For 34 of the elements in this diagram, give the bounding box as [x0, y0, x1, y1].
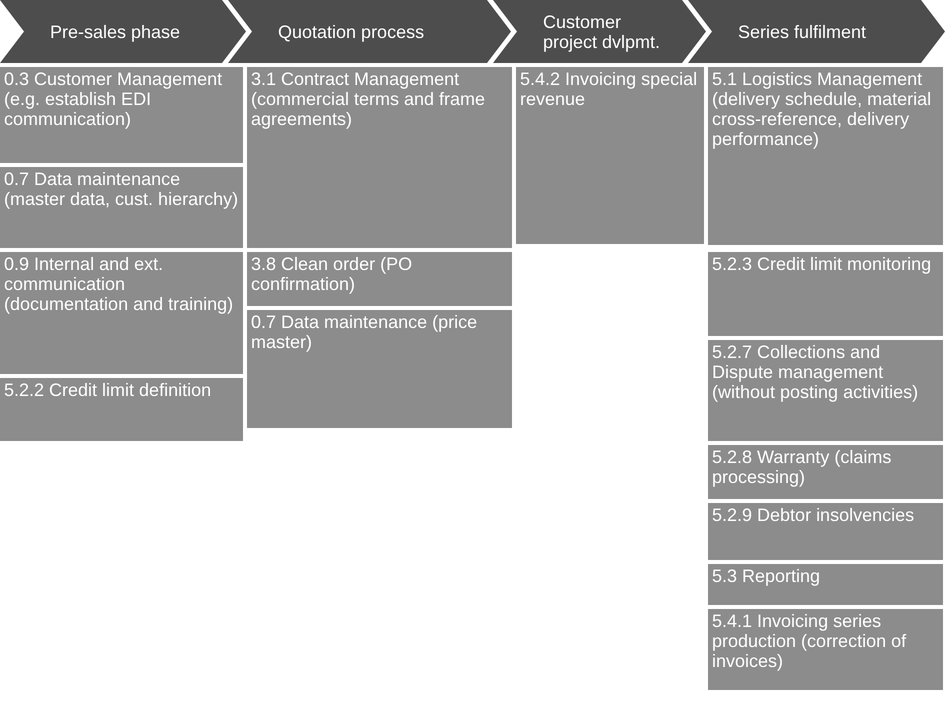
task-text: 5.4.2 Invoicing special revenue: [520, 69, 698, 109]
task-text: 0.9 Internal and ext. communication (documentation and training): [4, 254, 234, 314]
phase-label: Pre-sales phase: [50, 22, 180, 42]
task-box: [708, 340, 943, 441]
task-text: 5.2.7 Collections and Dispute management (without posting activities): [712, 342, 920, 402]
task-box: [0, 167, 243, 248]
task-text: 3.1 Contract Management (commercial terms and frame agreements): [251, 69, 486, 129]
task-box: [0, 378, 243, 441]
task-box: [516, 67, 704, 244]
task-text: 5.2.2 Credit limit definition: [4, 380, 212, 400]
task-text: 0.7 Data maintenance (master data, cust. hierarchy): [4, 169, 239, 209]
task-text: 0.7 Data maintenance (price master): [251, 312, 478, 352]
task-box: [247, 310, 512, 428]
task-text: 5.3 Reporting: [712, 566, 822, 586]
task-box: [0, 67, 243, 163]
task-box: [708, 67, 943, 245]
task-box: [247, 252, 512, 306]
task-box: [708, 445, 943, 499]
task-box: [247, 67, 512, 248]
task-text: 5.2.3 Credit limit monitoring: [712, 254, 932, 274]
task-text: 5.4.1 Invoicing series production (correction of invoices): [712, 611, 908, 671]
task-text: 5.2.9 Debtor insolvencies: [712, 505, 916, 525]
phase-label: Quotation process: [278, 22, 424, 42]
task-text: 5.1 Logistics Management (delivery schedule, material cross-reference, delivery performance): [712, 69, 932, 149]
phase-label: Customer project dvlpmt.: [543, 12, 662, 52]
task-box: [708, 252, 943, 336]
task-box: [708, 503, 943, 560]
task-box: [708, 564, 943, 605]
task-box: [0, 252, 243, 374]
phase-label: Series fulfilment: [738, 22, 866, 42]
task-text: 3.8 Clean order (PO confirmation): [251, 254, 414, 294]
task-text: 0.3 Customer Management (e.g. establish EDI communication): [4, 69, 224, 129]
task-box: [708, 609, 943, 690]
task-text: 5.2.8 Warranty (claims processing): [712, 447, 892, 487]
